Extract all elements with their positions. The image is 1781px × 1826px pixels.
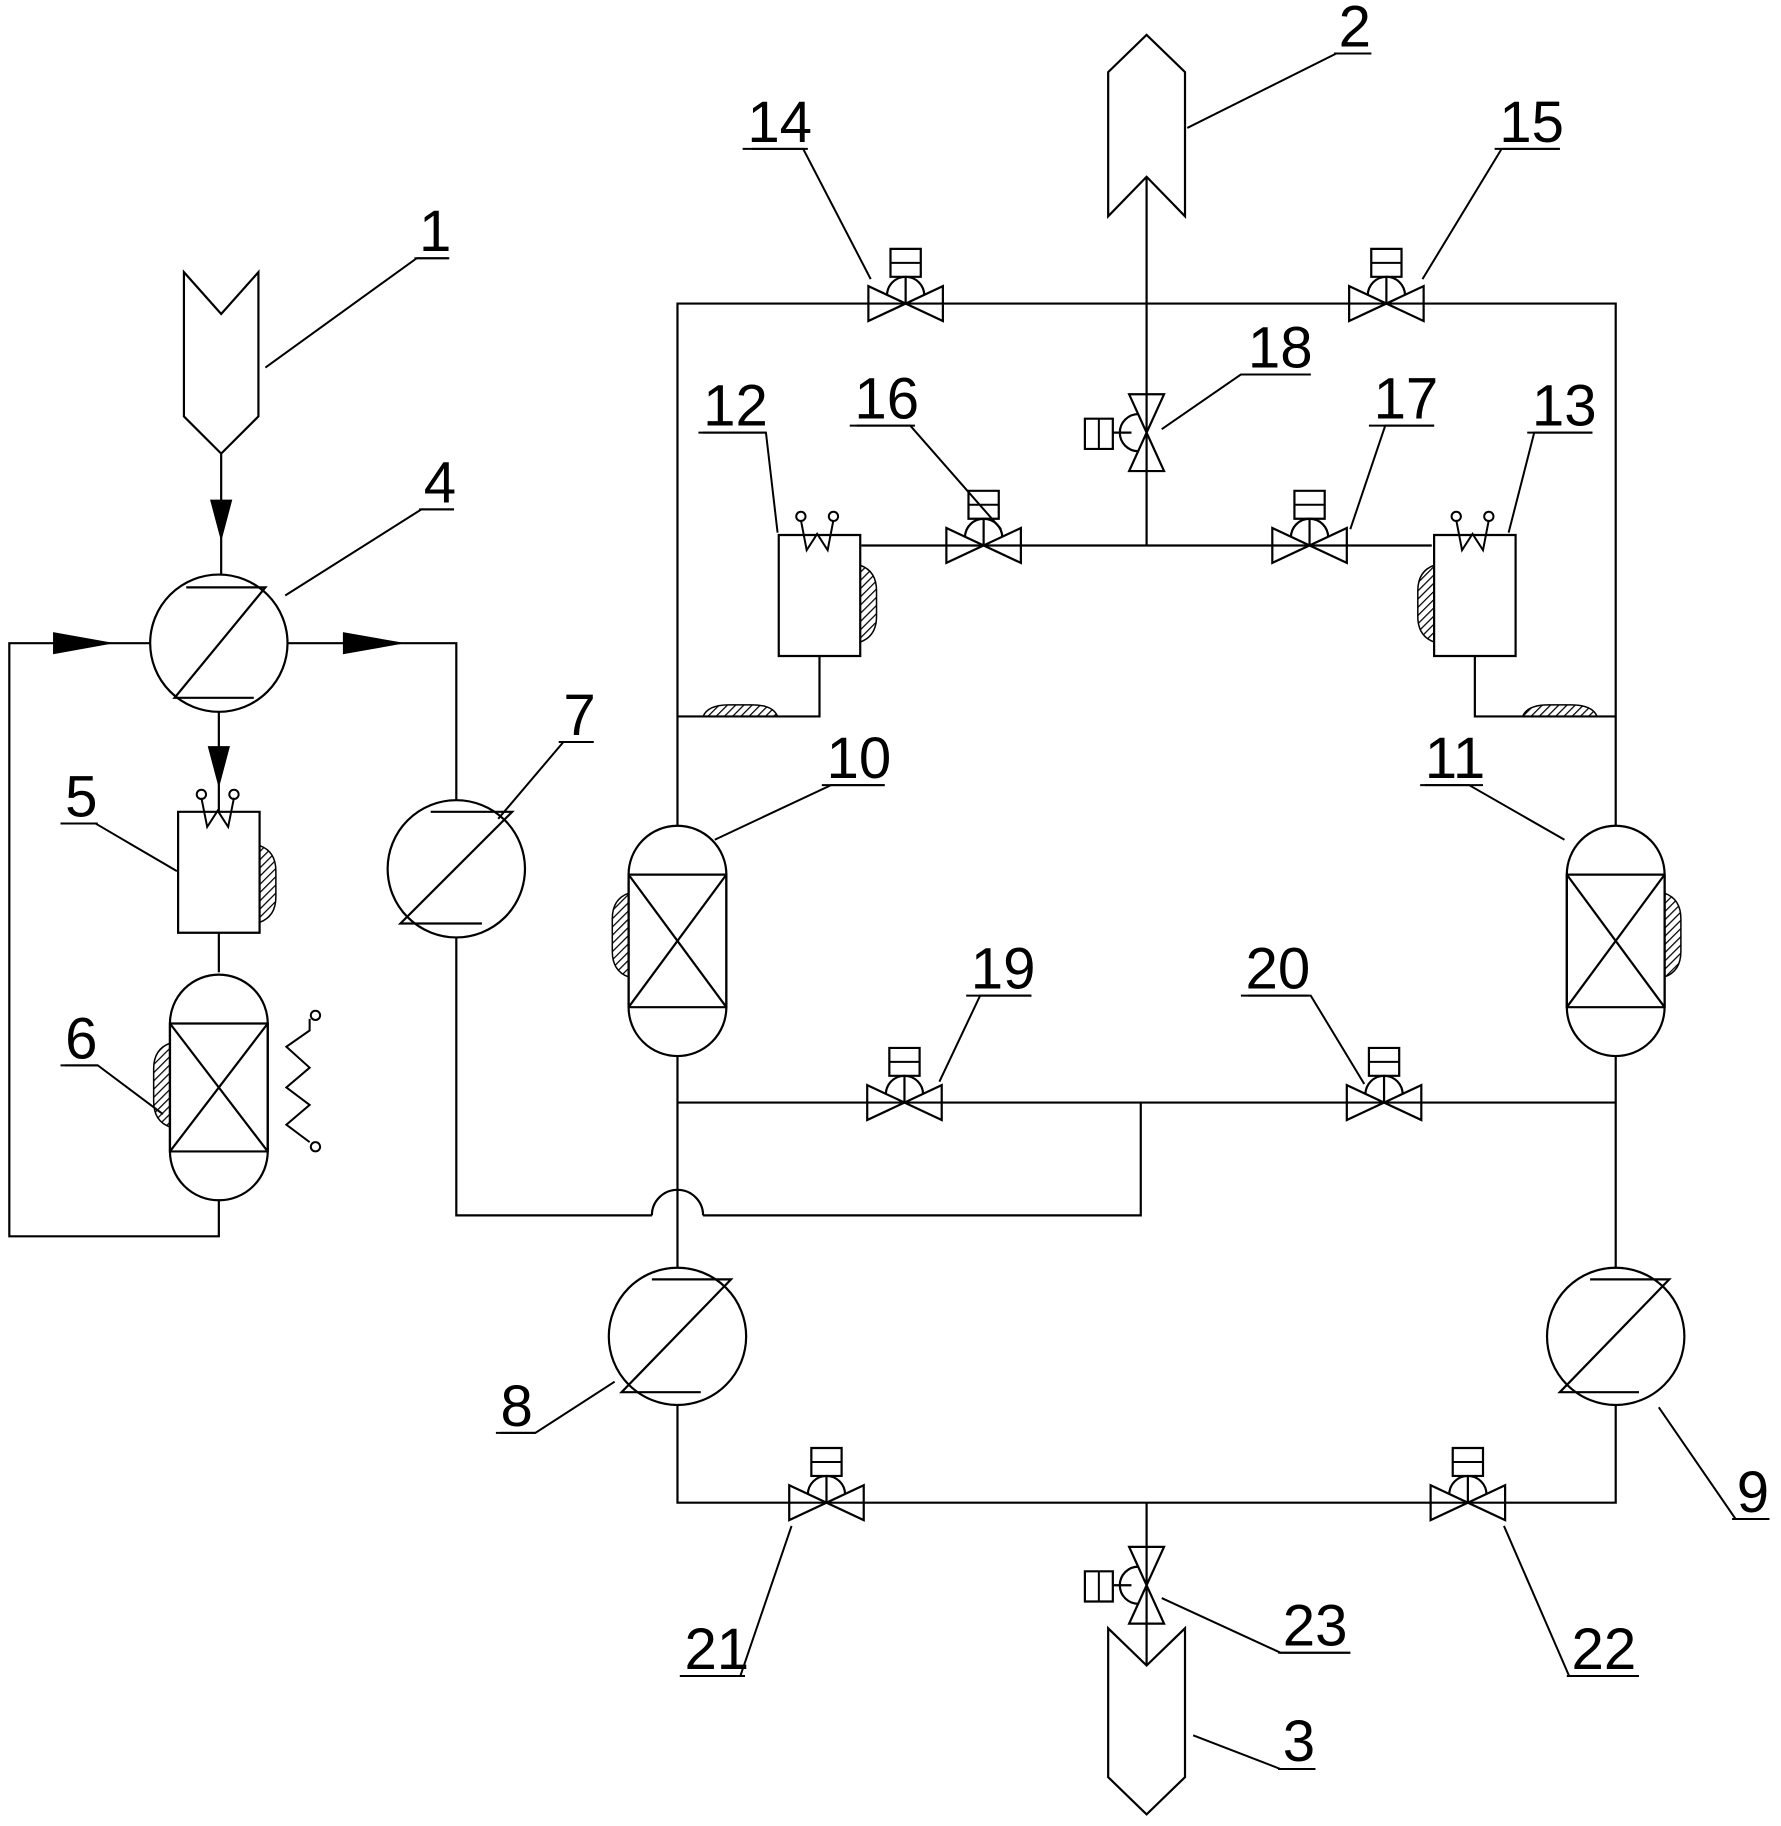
heat-exchanger-4 bbox=[150, 575, 287, 712]
electric-heater-12 bbox=[779, 512, 877, 656]
label-9: 9 bbox=[1737, 1460, 1769, 1525]
component-labels: 1 2 3 4 5 6 7 8 9 10 11 12 13 14 15 16 1… bbox=[65, 0, 1769, 1774]
label-3: 3 bbox=[1283, 1709, 1315, 1774]
label-2: 2 bbox=[1339, 0, 1371, 60]
label-21: 21 bbox=[684, 1617, 749, 1682]
flow-arrow-down bbox=[208, 747, 229, 787]
control-valve-19 bbox=[867, 1048, 941, 1120]
label-14: 14 bbox=[747, 90, 812, 155]
control-valve-22 bbox=[1431, 1448, 1505, 1520]
label-8: 8 bbox=[501, 1374, 533, 1439]
control-valve-17 bbox=[1272, 491, 1346, 563]
label-22: 22 bbox=[1571, 1617, 1636, 1682]
label-7: 7 bbox=[563, 683, 595, 748]
label-23: 23 bbox=[1283, 1594, 1348, 1659]
flow-arrow-right bbox=[54, 633, 112, 654]
control-valve-21 bbox=[789, 1448, 863, 1520]
control-valve-16 bbox=[946, 491, 1020, 563]
label-4: 4 bbox=[424, 450, 456, 515]
label-17: 17 bbox=[1374, 367, 1439, 432]
leader-lines bbox=[65, 54, 1769, 1770]
flow-arrow-right bbox=[343, 633, 402, 654]
heat-exchanger-7 bbox=[388, 800, 525, 937]
label-19: 19 bbox=[971, 937, 1036, 1002]
control-valve-14 bbox=[868, 249, 942, 321]
label-underlines bbox=[61, 54, 1770, 1770]
heat-exchanger-8 bbox=[609, 1268, 746, 1405]
control-valve-23 bbox=[1085, 1547, 1164, 1624]
adsorber-10 bbox=[612, 716, 726, 1056]
label-16: 16 bbox=[854, 367, 919, 432]
label-12: 12 bbox=[703, 374, 768, 439]
label-5: 5 bbox=[65, 764, 97, 829]
electric-heater-13 bbox=[1418, 512, 1516, 656]
adsorber-11 bbox=[1567, 716, 1681, 1056]
control-valve-20 bbox=[1347, 1048, 1421, 1120]
control-valve-18 bbox=[1085, 394, 1164, 471]
label-6: 6 bbox=[65, 1006, 97, 1071]
heat-exchanger-9 bbox=[1547, 1268, 1684, 1405]
label-20: 20 bbox=[1246, 937, 1311, 1002]
control-valve-15 bbox=[1349, 249, 1423, 321]
label-10: 10 bbox=[826, 726, 891, 791]
label-13: 13 bbox=[1532, 374, 1597, 439]
flow-arrow-down bbox=[211, 500, 232, 540]
reactor-6 bbox=[154, 975, 320, 1201]
electric-heater-5 bbox=[178, 790, 276, 933]
label-11: 11 bbox=[1425, 726, 1485, 791]
label-15: 15 bbox=[1499, 90, 1564, 155]
inlet-1-symbol bbox=[184, 272, 258, 453]
label-1: 1 bbox=[419, 199, 451, 264]
label-18: 18 bbox=[1248, 316, 1313, 381]
